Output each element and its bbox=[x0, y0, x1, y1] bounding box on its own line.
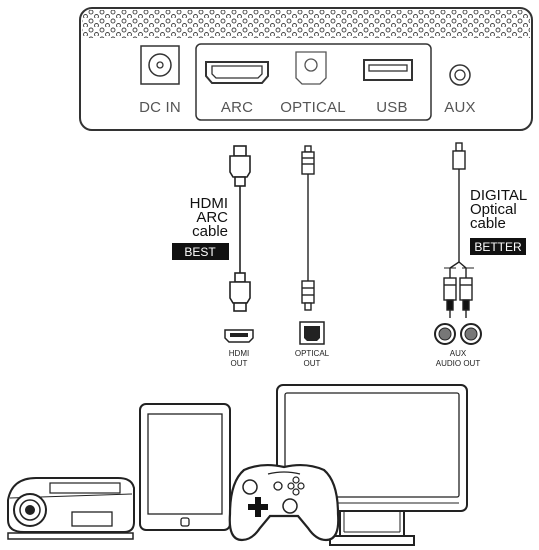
better-badge bbox=[470, 238, 526, 255]
hdmi-cable-label-line3: cable bbox=[192, 223, 228, 240]
arc-hdmi-port[interactable] bbox=[205, 61, 269, 84]
hdmi-out-label-line1: HDMI bbox=[229, 349, 249, 358]
game-controller-icon bbox=[228, 463, 340, 542]
optical-out-label-line2: OUT bbox=[304, 359, 321, 368]
aux-port[interactable] bbox=[449, 64, 471, 86]
port-frame bbox=[195, 43, 432, 121]
digital-cable-label-line2: Optical bbox=[470, 201, 517, 218]
optical-out-label-line1: OPTICAL bbox=[295, 349, 330, 358]
hdmi-out-port-icon bbox=[224, 329, 254, 343]
digital-cable-label-line1: DIGITAL bbox=[470, 187, 527, 204]
best-badge bbox=[172, 243, 229, 260]
dc-in-port[interactable] bbox=[140, 45, 180, 85]
tablet-icon bbox=[139, 403, 231, 531]
aux-label: AUX bbox=[444, 99, 475, 116]
hdmi-cable-icon bbox=[229, 145, 251, 312]
usb-label: USB bbox=[376, 99, 407, 116]
optical-port[interactable] bbox=[295, 51, 327, 85]
best-badge-text: BEST bbox=[184, 245, 216, 259]
speaker-grille bbox=[82, 10, 530, 38]
aux-audio-out-port-icon bbox=[434, 323, 482, 345]
optical-cable-icon bbox=[301, 145, 315, 311]
soundbar-panel: DC IN ARC OPTICAL USB AUX bbox=[79, 7, 533, 131]
hdmi-out-label-line2: OUT bbox=[231, 359, 248, 368]
usb-port[interactable] bbox=[363, 59, 413, 81]
arc-label: ARC bbox=[221, 99, 253, 116]
projector-icon bbox=[7, 477, 135, 540]
aux-rca-cable-icon bbox=[443, 142, 474, 318]
optical-label: OPTICAL bbox=[280, 99, 346, 116]
optical-out-port-icon bbox=[299, 321, 325, 345]
better-badge-text: BETTER bbox=[474, 240, 522, 254]
aux-out-label-line1: AUX bbox=[450, 349, 467, 358]
aux-out-label-line2: AUDIO OUT bbox=[436, 359, 481, 368]
hdmi-cable-label-line1: HDMI bbox=[190, 195, 228, 212]
dc-in-label: DC IN bbox=[139, 99, 181, 116]
hdmi-cable-label-line2: ARC bbox=[196, 209, 228, 226]
digital-cable-label-line3: cable bbox=[470, 215, 506, 232]
